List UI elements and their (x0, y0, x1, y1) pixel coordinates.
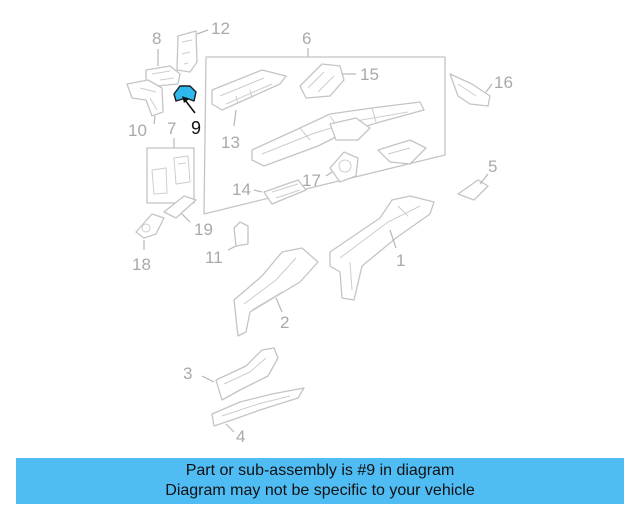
callout-10: 10 (128, 121, 147, 140)
callout-9-highlighted: 9 (191, 118, 201, 138)
part-1-side-member (329, 195, 435, 301)
callout-1: 1 (396, 251, 405, 270)
callout-13: 13 (221, 133, 240, 152)
part-3-extension (215, 347, 279, 401)
callout-11: 11 (205, 248, 223, 267)
part-10-bracket (126, 79, 164, 117)
part-15-bracket (299, 63, 345, 99)
callout-16: 16 (494, 73, 513, 92)
callout-14: 14 (232, 180, 251, 199)
part-16-bracket (449, 73, 491, 107)
callout-4: 4 (236, 427, 245, 446)
callout-19: 19 (194, 220, 213, 239)
callout-5: 5 (488, 157, 497, 176)
assembly-6-group-frame (203, 56, 446, 215)
part-7-clip-set (146, 147, 195, 204)
part-5-bracket (457, 179, 489, 201)
part-19-bracket (163, 195, 197, 219)
callout-3: 3 (183, 364, 192, 383)
part-8-bracket (145, 65, 181, 87)
banner-line-2: Diagram may not be specific to your vehi… (165, 482, 475, 499)
callout-18: 18 (132, 255, 151, 274)
part-9-highlighted (173, 85, 197, 102)
part-17-bracket (329, 151, 359, 183)
part-6-bracket (377, 139, 427, 165)
part-4-extension (211, 387, 305, 427)
banner-line-1: Part or sub-assembly is #9 in diagram (185, 462, 455, 479)
callout-12: 12 (211, 19, 230, 38)
part-18-bracket (135, 213, 165, 239)
callout-15: 15 (360, 65, 379, 84)
part-13-rail (211, 69, 287, 111)
part-12-bracket (176, 30, 198, 73)
part-6-crossmember (251, 101, 425, 167)
part-2-side-member (233, 247, 319, 337)
info-banner: Part or sub-assembly is #9 in diagram Di… (16, 458, 624, 504)
callout-17: 17 (302, 171, 321, 190)
part-14-plate (263, 179, 307, 205)
callout-7: 7 (167, 119, 176, 138)
callout-6: 6 (302, 29, 311, 48)
callout-8: 8 (152, 29, 161, 48)
callout-2: 2 (280, 313, 289, 332)
part-11-bracket (233, 221, 249, 247)
